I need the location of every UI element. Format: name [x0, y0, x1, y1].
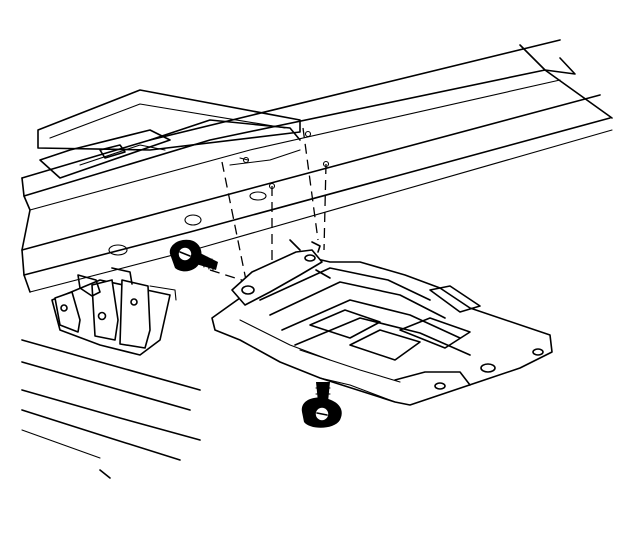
- stud-marks: [289, 239, 331, 279]
- crossmember-bracket: [37, 89, 301, 179]
- skid-plate: [211, 249, 553, 406]
- bolt-bottom: [301, 382, 342, 428]
- mount-bracket: [51, 267, 177, 356]
- frame-rail: [21, 39, 613, 293]
- lower-body-rail: [21, 339, 201, 479]
- bolt-side: [169, 239, 218, 272]
